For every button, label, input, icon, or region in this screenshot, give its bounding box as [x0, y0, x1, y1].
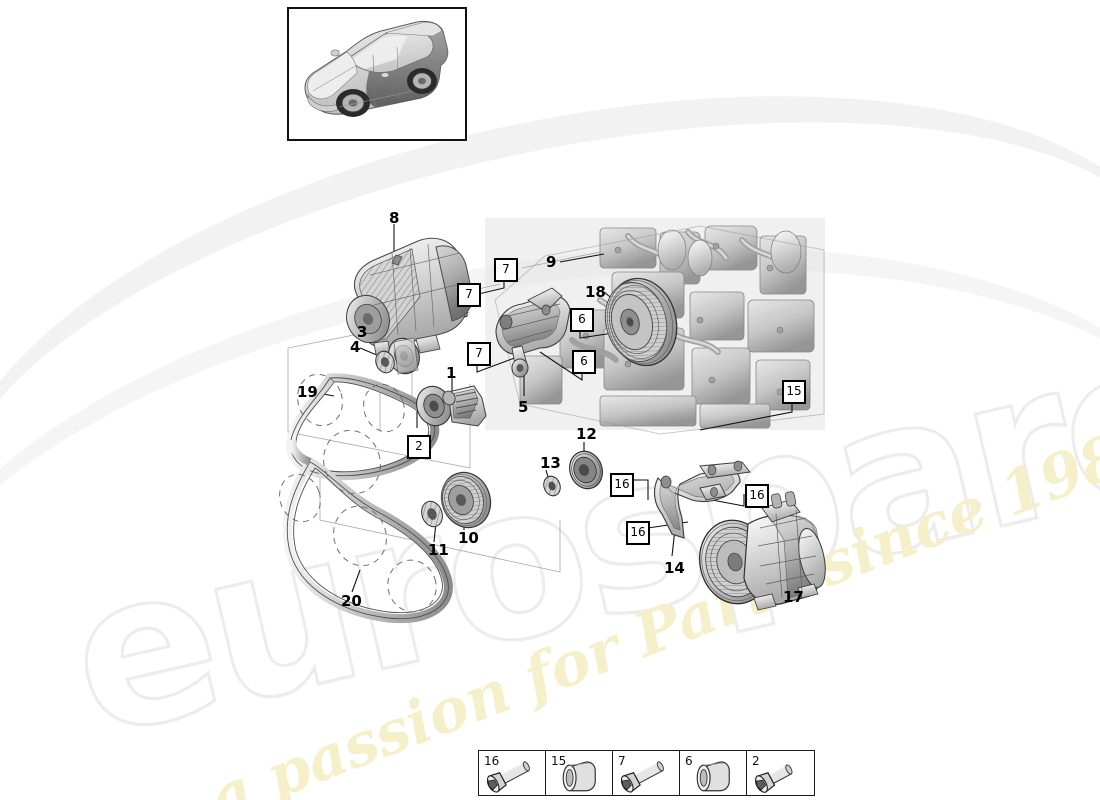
callout-14: 14 — [664, 559, 685, 577]
legend-item-16: 16 — [479, 751, 546, 795]
callout-15-boxed: 15 — [782, 380, 806, 404]
legend-item-number: 2 — [752, 754, 760, 768]
callout-18: 18 — [585, 283, 606, 301]
ghost-pulleys — [279, 373, 437, 613]
callout-17: 17 — [783, 588, 804, 606]
bolt-short-icon — [754, 764, 793, 793]
bolt-long-icon — [620, 761, 664, 793]
callout-16-boxed: 16 — [610, 473, 634, 497]
v-ribbed-belt-lower — [282, 457, 453, 624]
legend-item-number: 6 — [685, 754, 693, 768]
callout-5: 5 — [518, 398, 529, 416]
callout-6-boxed: 6 — [572, 350, 596, 374]
callout-2-boxed: 2 — [407, 435, 431, 459]
belt-connector — [288, 439, 312, 466]
callout-7-boxed: 7 — [494, 258, 518, 282]
callout-1: 1 — [446, 364, 457, 382]
callout-7-boxed: 7 — [457, 283, 481, 307]
callout-16-boxed: 16 — [745, 484, 769, 508]
callout-7-boxed: 7 — [467, 342, 491, 366]
bolt-long-icon — [486, 761, 530, 793]
idler-pulley-lower-part — [440, 471, 492, 529]
belt-tensioner-part — [416, 385, 487, 427]
callout-11: 11 — [428, 541, 449, 559]
vehicle-thumbnail-box — [287, 7, 467, 141]
callout-4: 4 — [350, 338, 361, 356]
ac-compressor-part — [699, 491, 826, 611]
legend-item-number: 15 — [551, 754, 567, 768]
spacer-lower-part — [421, 500, 443, 528]
legend-item-2: 2 — [747, 751, 814, 795]
washer-part — [543, 475, 561, 497]
callout-19: 19 — [297, 383, 318, 401]
callout-16-boxed: 16 — [626, 521, 650, 545]
deflection-pulley-part — [569, 450, 603, 490]
crankshaft-pulley-part — [604, 277, 678, 367]
legend-item-7: 7 — [613, 751, 680, 795]
legend-item-number: 7 — [618, 754, 626, 768]
callout-9: 9 — [546, 253, 557, 271]
alternator-part — [346, 237, 473, 356]
mounting-bracket-part — [495, 287, 571, 378]
v-ribbed-belt-lower-outline — [286, 461, 449, 620]
compressor-bracket-part — [653, 460, 751, 539]
callout-3: 3 — [357, 323, 368, 341]
legend-item-number: 16 — [484, 754, 500, 768]
callout-8: 8 — [389, 209, 400, 227]
callout-20: 20 — [341, 592, 362, 610]
callout-10: 10 — [458, 529, 479, 547]
v-ribbed-belt-upper-outline — [290, 377, 436, 477]
callout-12: 12 — [576, 425, 597, 443]
legend-item-15: 15 — [546, 751, 613, 795]
spacer-upper-part — [375, 350, 395, 374]
legend-item-6: 6 — [680, 751, 747, 795]
parts-legend: 16 15 7 6 2 — [478, 750, 815, 796]
callout-13: 13 — [540, 454, 561, 472]
callout-6-boxed: 6 — [570, 308, 594, 332]
idler-pulley-upper-part — [388, 337, 420, 375]
vehicle-illustration — [304, 20, 449, 117]
bushing-icon — [696, 761, 730, 792]
bushing-icon — [562, 761, 596, 792]
